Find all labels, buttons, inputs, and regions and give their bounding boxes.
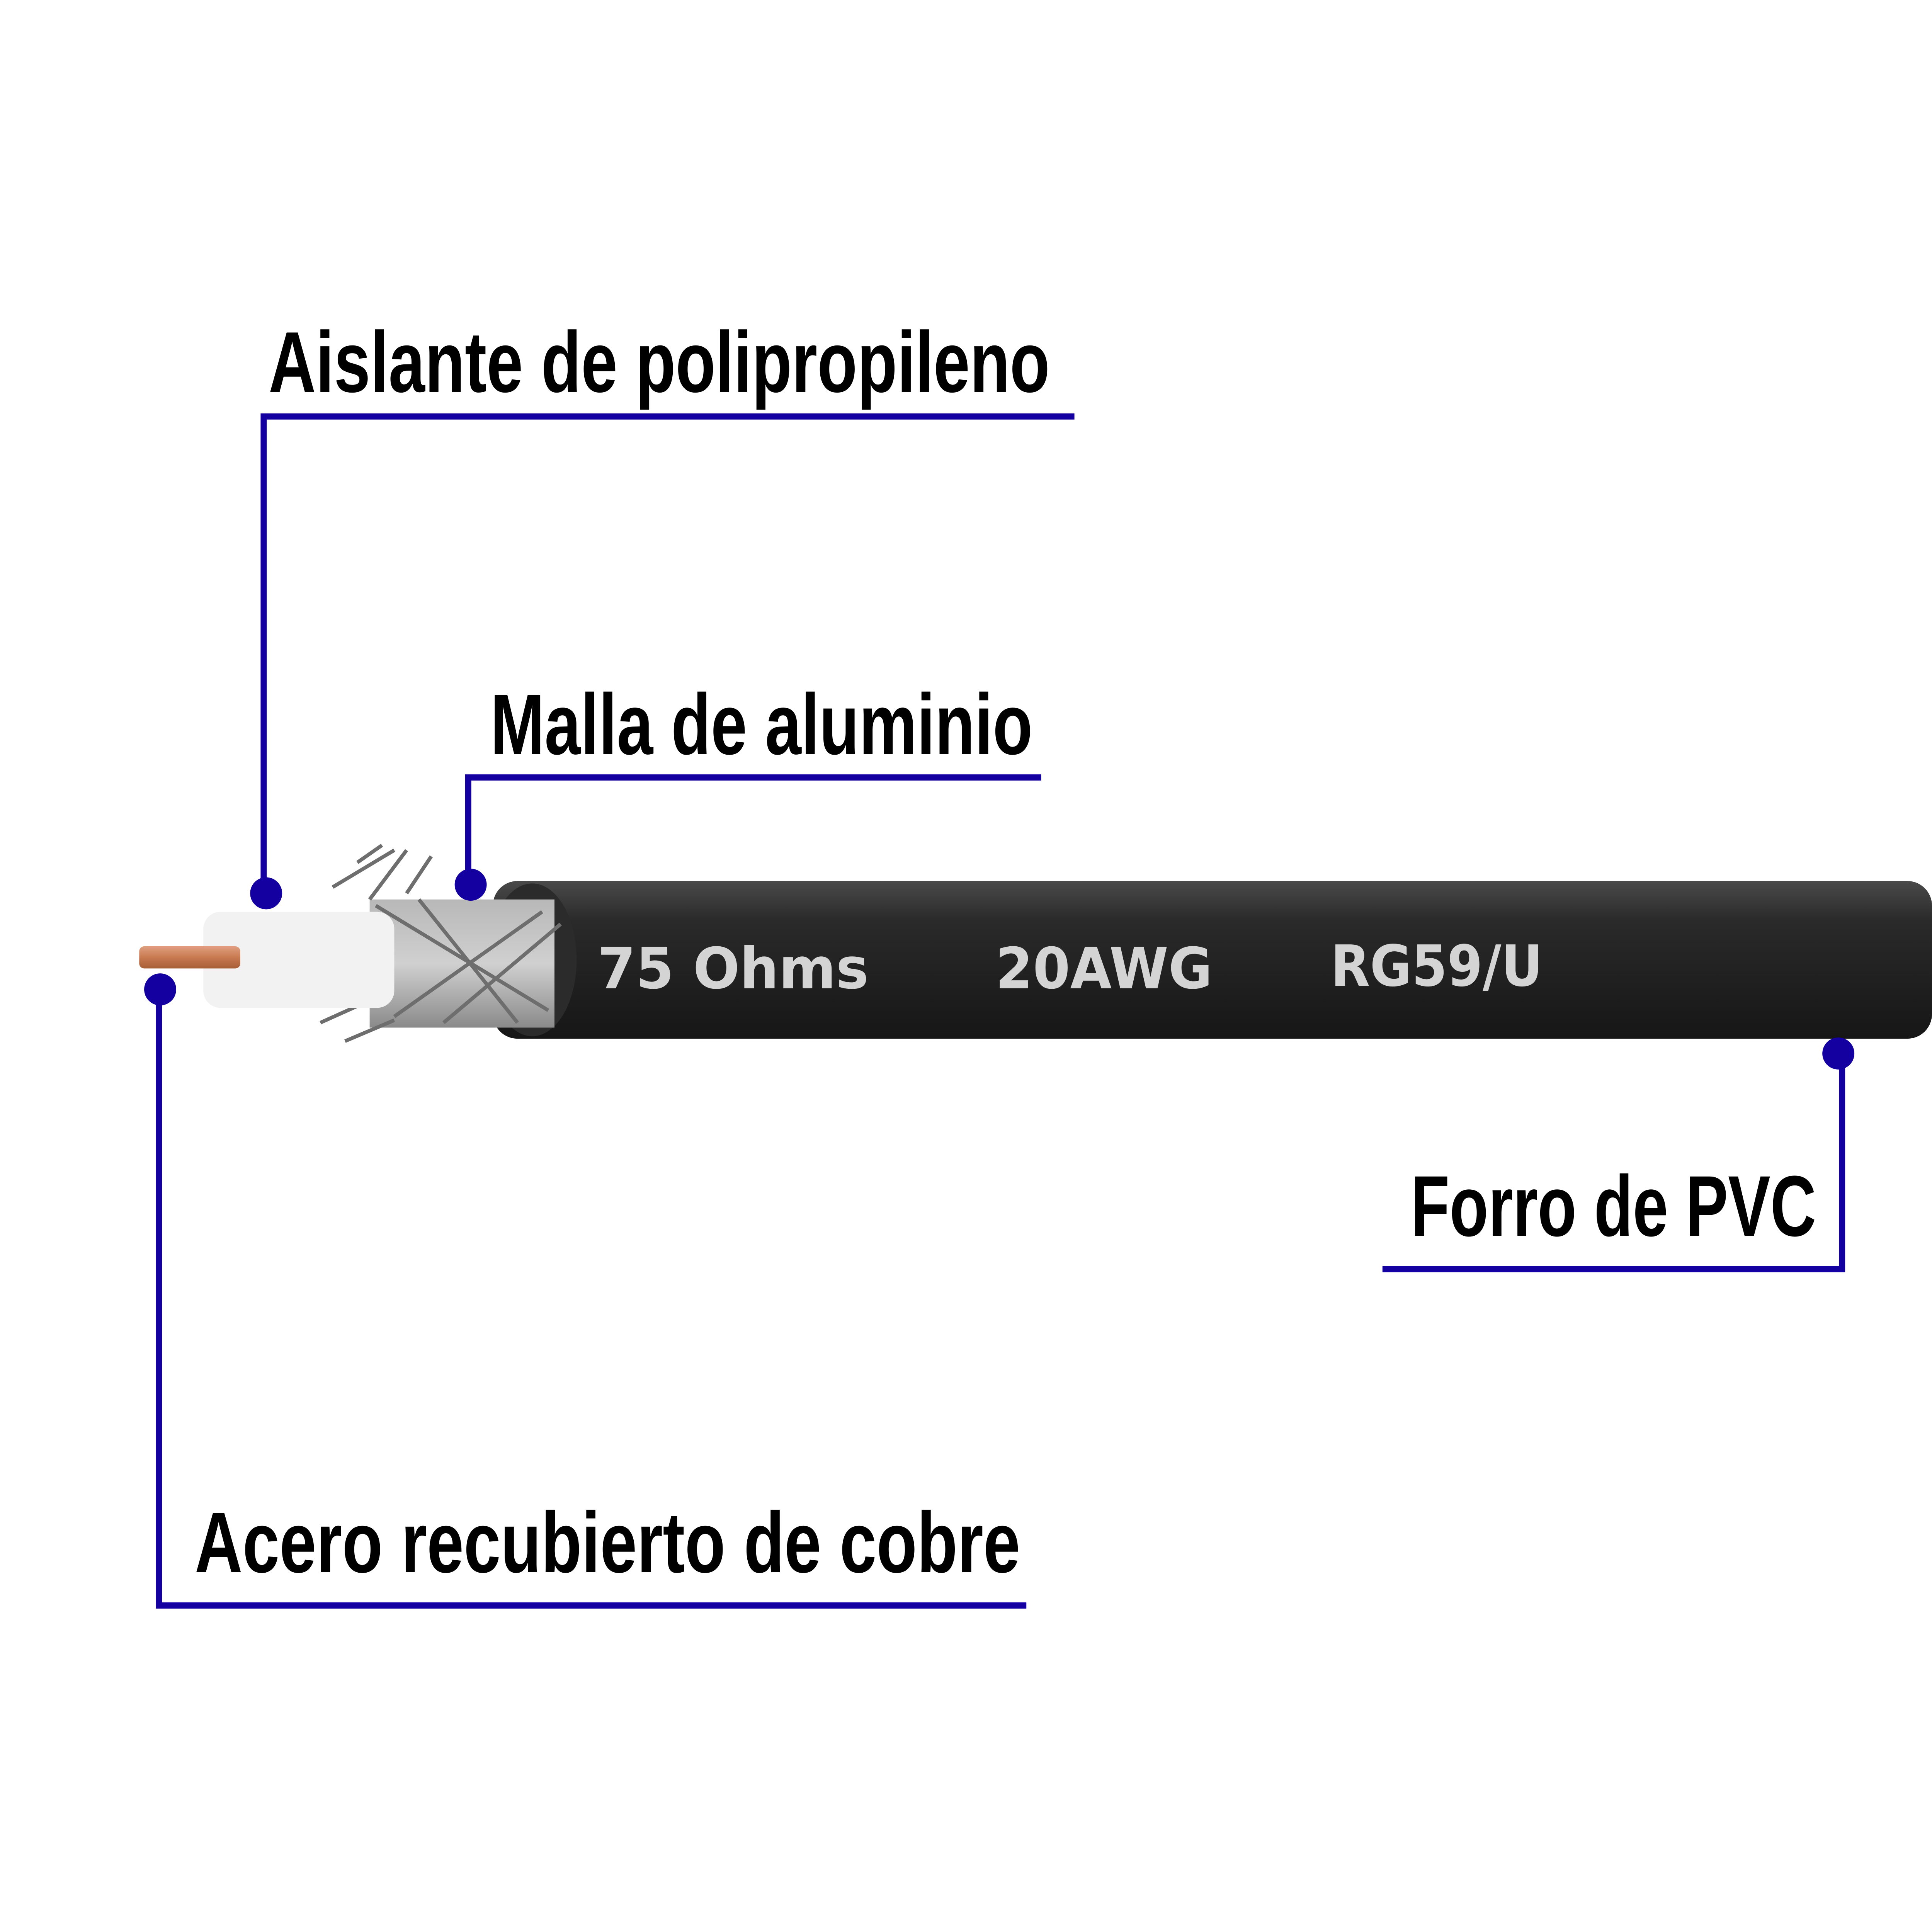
cable: 75 Ohms 20AWG RG59/U bbox=[139, 844, 1932, 1043]
leader-line-insulation bbox=[260, 413, 1075, 893]
callout-insulation: Aislante de polipropileno bbox=[250, 314, 1075, 910]
marker-dot-jacket bbox=[1822, 1037, 1855, 1070]
polypropylene-insulation bbox=[203, 912, 395, 1008]
callout-jacket: Forro de PVC bbox=[1382, 1037, 1855, 1272]
cable-print-impedance: 75 Ohms bbox=[598, 935, 869, 1002]
marker-dot-shield bbox=[454, 869, 487, 901]
label-insulation: Aislante de polipropileno bbox=[269, 314, 1050, 410]
label-shield: Malla de aluminio bbox=[490, 677, 1032, 773]
aluminum-braid bbox=[320, 844, 562, 1043]
callout-conductor: Acero recubierto de cobre bbox=[144, 973, 1027, 1609]
cable-print-gauge: 20AWG bbox=[996, 935, 1213, 1002]
label-jacket: Forro de PVC bbox=[1411, 1158, 1816, 1254]
leader-line-shield bbox=[465, 774, 1041, 885]
callout-shield: Malla de aluminio bbox=[454, 677, 1041, 901]
marker-dot-insulation bbox=[250, 877, 282, 910]
coax-cable-diagram: 75 Ohms 20AWG RG59/U Aislante de polipro… bbox=[139, 314, 1932, 1609]
label-conductor: Acero recubierto de cobre bbox=[195, 1495, 1020, 1591]
pvc-jacket bbox=[493, 881, 1932, 1039]
marker-dot-conductor bbox=[144, 973, 176, 1006]
copper-conductor bbox=[139, 946, 240, 969]
leader-line-conductor bbox=[156, 989, 1027, 1609]
leader-line-jacket bbox=[1382, 1053, 1845, 1272]
cable-print-type: RG59/U bbox=[1331, 933, 1543, 999]
